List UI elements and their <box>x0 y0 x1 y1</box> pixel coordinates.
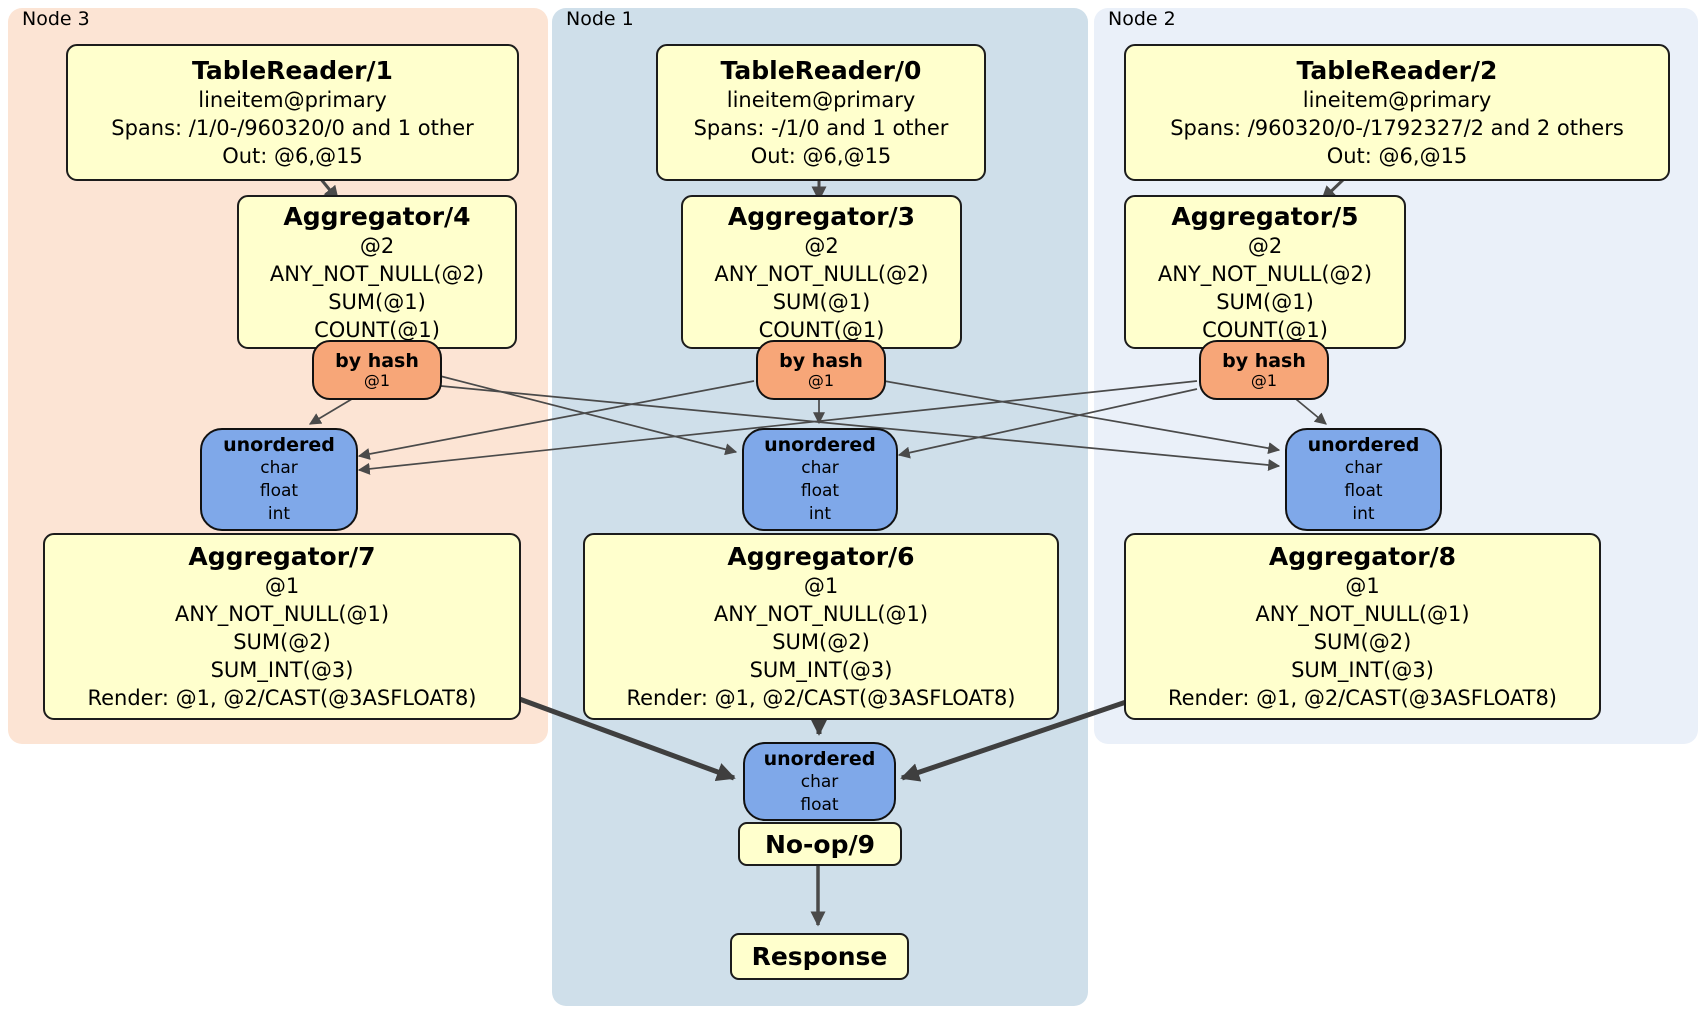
processor-detail: Spans: /960320/0-/1792327/2 and 2 others <box>1170 116 1624 140</box>
processor-title: TableReader/0 <box>720 56 922 85</box>
processor-detail: Out: @6,@15 <box>222 144 363 168</box>
processor-title: Aggregator/4 <box>283 201 471 231</box>
processor-title: Aggregator/5 <box>1171 201 1359 231</box>
processor-detail: ANY_NOT_NULL(@1) <box>174 602 390 626</box>
processor-detail: lineitem@primary <box>726 88 916 112</box>
processor-detail: Render: @1, @2/CAST(@3ASFLOAT8) <box>1167 686 1558 710</box>
edge-agg7-syncfinal <box>513 694 736 782</box>
router-by-hash-node3: by hash @1 <box>312 340 442 400</box>
processor-detail: Render: @1, @2/CAST(@3ASFLOAT8) <box>626 686 1016 710</box>
processor-detail: Out: @6,@15 <box>1326 144 1468 168</box>
router-title: by hash <box>335 350 419 372</box>
sync-column: int <box>267 504 291 524</box>
box-aggregator-5: Aggregator/5 @2 ANY_NOT_NULL(@2) SUM(@1)… <box>1124 195 1406 349</box>
processor-detail: COUNT(@1) <box>314 317 440 342</box>
box-noop-9: No-op/9 <box>738 822 902 866</box>
processor-detail: SUM(@1) <box>1216 289 1314 314</box>
box-aggregator-7: Aggregator/7 @1 ANY_NOT_NULL(@1) SUM(@2)… <box>43 533 521 720</box>
processor-detail: SUM(@2) <box>1313 630 1412 654</box>
router-key: @1 <box>363 371 391 390</box>
box-tablereader-0: TableReader/0 lineitem@primary Spans: -/… <box>656 44 986 181</box>
processor-title: Aggregator/3 <box>727 201 916 231</box>
processor-detail: ANY_NOT_NULL(@2) <box>1157 261 1373 286</box>
processor-detail: ANY_NOT_NULL(@2) <box>269 261 485 286</box>
sync-column: char <box>260 458 298 478</box>
edge-hash3-sync2 <box>440 385 1281 471</box>
edge-hash3-sync1 <box>439 375 738 456</box>
processor-detail: @1 <box>1345 574 1380 598</box>
panel-label-node2: Node 2 <box>1108 8 1176 30</box>
processor-title: Response <box>751 942 888 971</box>
edge-hash1-sync2 <box>883 380 1281 455</box>
processor-detail: SUM(@1) <box>328 289 426 314</box>
panel-label-node1: Node 1 <box>566 8 634 30</box>
processor-detail: ANY_NOT_NULL(@1) <box>1255 602 1470 626</box>
processor-detail: @2 <box>804 233 839 258</box>
sync-title: unordered <box>223 434 335 456</box>
processor-detail: Out: @6,@15 <box>750 144 892 168</box>
processor-detail: lineitem@primary <box>1302 88 1492 112</box>
edge-agg8-syncfinal <box>900 697 1133 782</box>
sync-column: float <box>259 481 299 501</box>
processor-detail: @2 <box>359 233 395 258</box>
processor-title: TableReader/2 <box>1296 56 1498 85</box>
processor-detail: @2 <box>1247 233 1283 258</box>
sync-column: char <box>1344 458 1383 478</box>
sync-unordered-node2: unordered char float int <box>1285 428 1442 531</box>
processor-detail: COUNT(@1) <box>1202 317 1328 342</box>
router-title: by hash <box>1222 350 1306 372</box>
processor-title: Aggregator/8 <box>1268 542 1457 571</box>
sync-title: unordered <box>1307 434 1420 456</box>
box-tablereader-2: TableReader/2 lineitem@primary Spans: /9… <box>1124 44 1670 181</box>
sync-column: char <box>800 771 839 792</box>
box-aggregator-3: Aggregator/3 @2 ANY_NOT_NULL(@2) SUM(@1)… <box>681 195 962 349</box>
processor-detail: Render: @1, @2/CAST(@3ASFLOAT8) <box>87 686 477 710</box>
processor-detail: SUM_INT(@3) <box>210 658 354 682</box>
processor-title: Aggregator/6 <box>727 542 915 571</box>
sync-unordered-final: unordered char float <box>743 742 896 821</box>
processor-detail: COUNT(@1) <box>758 317 885 342</box>
edge-hash1-sync3 <box>357 380 755 460</box>
processor-detail: Spans: -/1/0 and 1 other <box>693 116 949 140</box>
router-by-hash-node1: by hash @1 <box>756 340 886 400</box>
processor-detail: @1 <box>803 574 839 598</box>
processor-title: Aggregator/7 <box>188 542 376 571</box>
sync-column: char <box>801 458 839 478</box>
router-key: @1 <box>1250 371 1278 390</box>
box-aggregator-6: Aggregator/6 @1 ANY_NOT_NULL(@1) SUM(@2)… <box>583 533 1059 720</box>
processor-detail: SUM_INT(@3) <box>749 658 893 682</box>
box-aggregator-8: Aggregator/8 @1 ANY_NOT_NULL(@1) SUM(@2)… <box>1124 533 1601 720</box>
box-aggregator-4: Aggregator/4 @2 ANY_NOT_NULL(@2) SUM(@1)… <box>237 195 517 349</box>
sync-column: float <box>800 481 840 501</box>
processor-detail: SUM(@2) <box>233 630 331 654</box>
box-tablereader-1: TableReader/1 lineitem@primary Spans: /1… <box>66 44 519 181</box>
processor-detail: SUM(@1) <box>772 289 871 314</box>
router-by-hash-node2: by hash @1 <box>1199 340 1329 400</box>
processor-detail: SUM(@2) <box>772 630 870 654</box>
router-key: @1 <box>807 371 835 390</box>
sync-title: unordered <box>763 747 876 770</box>
sync-column: float <box>1344 481 1383 501</box>
sync-title: unordered <box>764 434 876 456</box>
sync-column: float <box>800 794 839 815</box>
processor-title: TableReader/1 <box>192 56 393 85</box>
sync-unordered-node1: unordered char float int <box>742 428 898 531</box>
processor-detail: Spans: /1/0-/960320/0 and 1 other <box>111 116 474 140</box>
processor-detail: @1 <box>264 574 300 598</box>
processor-detail: ANY_NOT_NULL(@2) <box>714 261 929 286</box>
sync-column: int <box>1352 504 1375 524</box>
sync-unordered-node3: unordered char float int <box>200 428 358 531</box>
router-title: by hash <box>779 350 863 372</box>
edge-hash2-sync1 <box>897 388 1198 459</box>
processor-detail: lineitem@primary <box>198 88 387 112</box>
panel-label-node3: Node 3 <box>22 8 90 30</box>
processor-title: No-op/9 <box>764 829 876 859</box>
processor-detail: ANY_NOT_NULL(@1) <box>713 602 929 626</box>
processor-detail: SUM_INT(@3) <box>1291 658 1434 682</box>
sync-column: int <box>808 504 832 524</box>
edge-hash2-sync3 <box>357 380 1198 475</box>
box-response: Response <box>730 933 909 980</box>
